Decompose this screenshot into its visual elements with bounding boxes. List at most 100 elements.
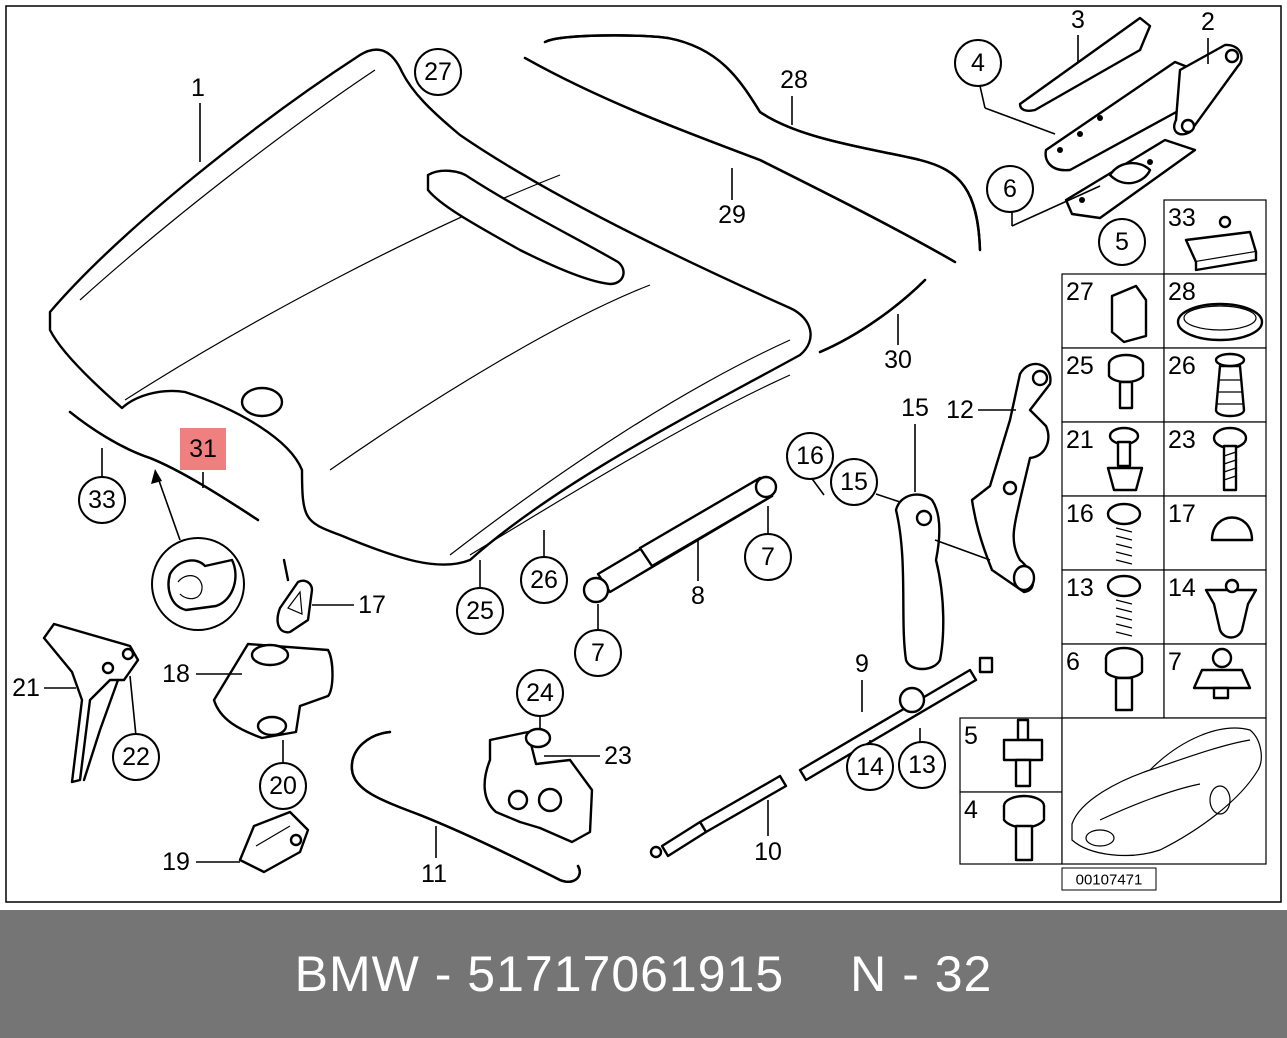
seal-32-inner [68,410,260,522]
label-12: 12 [946,396,974,424]
callout-6: 6 [1003,175,1017,203]
table-label-21: 21 [1066,426,1094,454]
screw-13-icon [1106,574,1142,637]
gas-strut [582,475,778,604]
label-10: 10 [754,838,782,866]
screw-23-icon [1212,426,1248,492]
leader-4a [979,85,986,109]
arrow-32-detail [156,474,181,541]
diagram-number: 00107471 [1076,872,1143,889]
callout-28: 27 [424,58,452,86]
rivet-21-icon [1106,426,1144,492]
callout-17: 16 [796,442,824,470]
leader-4b [984,107,1056,135]
parts-diagram: 1 28 29 30 31 3 2 [5,5,1282,903]
table-label-4: 4 [964,796,978,824]
callout-25-circle [516,669,564,717]
callout-28-circle [414,48,462,96]
leader-23 [129,675,137,737]
label-1: 1 [191,74,205,102]
table-label-27: 27 [1066,278,1094,306]
callout-7b: 7 [591,639,605,667]
footer-position-number: 32 [934,946,993,1002]
callout-26: 25 [466,597,494,625]
footer-position-prefix: N [850,946,888,1002]
footer-position: N - 32 [850,945,992,1003]
footer-caption: BMW - 51717061915 N - 32 [0,910,1287,1038]
callout-4: 4 [971,49,985,77]
diagram-drawing: 1 28 29 30 31 3 2 [5,5,1282,903]
plug-28-icon [1176,302,1264,342]
seal-31-inner [818,278,927,354]
callout-7a-circle [744,533,792,581]
latch-ring [276,558,314,634]
footer-position-separator: - [902,946,920,1002]
clip-27-icon [1110,284,1148,344]
nut-14-icon [1204,578,1258,639]
bumper-26-icon [1214,352,1246,418]
circle-callouts: 27 4 6 5 33 16 15 7 26 25 7 24 22 20 14 … [78,39,1146,810]
label-31: 30 [884,346,912,374]
table-label-7: 7 [1168,648,1182,676]
label-29: 28 [780,66,808,94]
callout-16-circle [830,458,878,506]
callout-23: 22 [122,743,150,771]
callout-6-circle [986,165,1034,213]
seal-31 [818,278,927,354]
screw-6-icon [1104,646,1144,712]
footer-separator: - [434,946,453,1002]
label-8: 8 [691,582,705,610]
table-label-28: 28 [1168,278,1196,306]
callout-27-circle [520,556,568,604]
label-15: 15 [901,394,929,422]
label-20: 19 [162,848,190,876]
callout-14: 14 [856,753,884,781]
callout-7a: 7 [761,543,775,571]
parts-table: 33 27 28 25 26 21 23 16 17 13 14 6 7 5 4… [959,199,1267,891]
screw-25-icon [1107,353,1145,410]
callout-13-circle [898,741,946,789]
footer-brand: BMW [294,946,420,1002]
arrow-head-32 [151,469,162,484]
callout-23-circle [112,733,160,781]
label-2: 2 [1201,8,1215,36]
label-24: 23 [604,742,632,770]
footer-bar: BMW - 51717061915 N - 32 [0,910,1287,1038]
release-cable [649,656,994,859]
callout-5: 5 [1115,228,1129,256]
label-3: 3 [1071,6,1085,34]
table-label-13: 13 [1066,574,1094,602]
bolt-4-icon [1002,794,1046,862]
table-label-5: 5 [964,722,978,750]
label-9: 9 [855,650,869,678]
callout-26-circle [456,587,504,635]
bowden-cable-inner [350,730,581,883]
table-label-26: 26 [1168,352,1196,380]
footer-part-number: 51717061915 [467,946,785,1002]
ball-stud-7-icon [1192,647,1252,700]
table-label-14: 14 [1168,574,1196,602]
callout-16: 15 [840,468,868,496]
table-label-25: 25 [1066,352,1094,380]
table-label-17: 17 [1168,500,1196,528]
label-18: 17 [358,591,386,619]
label-32-highlight [180,428,226,470]
label-32: 31 [189,435,217,463]
callout-4-circle [954,39,1002,87]
label-11: 11 [421,860,447,888]
callout-21: 20 [269,772,297,800]
label-22: 21 [12,674,40,702]
seal-29 [543,34,982,252]
callout-33-circle [78,476,126,524]
callout-13: 13 [908,751,936,779]
callout-5-circle [1098,218,1146,266]
table-label-33: 33 [1168,204,1196,232]
leader-16 [875,493,901,503]
safety-catch [42,622,140,784]
stay-bracket [970,362,1052,594]
hood-lock [483,727,594,844]
cap-17-icon [1210,516,1254,542]
callout-33: 33 [88,486,116,514]
footer-part-id: BMW - 51717061915 [295,945,785,1003]
callout-21-circle [259,762,307,810]
